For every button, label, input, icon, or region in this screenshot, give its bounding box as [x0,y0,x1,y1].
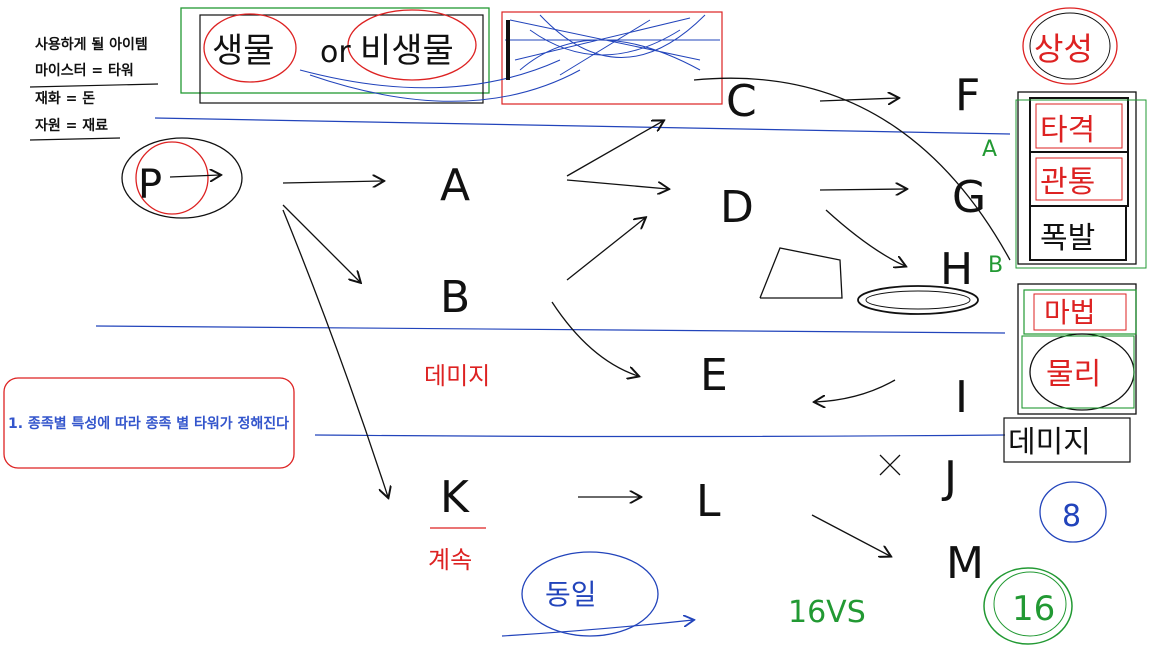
hatched-oval [857,285,979,315]
magic-label: 마법 [1044,296,1096,329]
top-box-frame [180,7,490,94]
physical-label: 물리 [1046,357,1101,392]
hatched-oval-inner [865,290,971,310]
damage-box [1003,417,1131,463]
sixteen-circle-inner [993,571,1067,637]
continuous-label: 계속 [428,546,472,574]
rule-note: 1. 종족별 특성에 따라 종족 별 타워가 정해진다 [8,416,290,432]
side-mark-a: A [982,137,997,162]
slash-label: 타격 [1040,113,1095,148]
attack-type-frame [1017,283,1137,415]
node-j: J [941,452,957,503]
node-b: B [440,272,470,323]
start-inner-circle [135,141,209,215]
node-start: P [138,162,162,208]
node-e: E [700,350,728,401]
magic-box-inner [1033,293,1127,331]
node-l: L [696,476,721,527]
vs-label: 16VS [788,595,866,630]
physical-box [1021,335,1135,409]
same-circle [521,551,659,637]
nonliving-circle [347,9,477,81]
pierce-label: 관통 [1040,165,1095,200]
guide-line [501,620,693,637]
side-mark-b: B [988,253,1003,278]
guide-line [154,117,1011,135]
node-k: K [440,472,470,523]
start-arrow [169,175,220,177]
guide-line [314,434,1006,438]
note-underline [29,83,159,88]
damage-type-frame [1017,91,1137,265]
node-a: A [440,160,470,211]
living-circle [203,13,297,83]
top-box-inner [199,14,484,104]
node-d: D [720,182,754,233]
node-f: F [955,70,980,121]
note-box [3,377,295,469]
affinity-circle [1022,7,1118,85]
or-label: or [320,35,351,70]
affinity-label: 상성 [1034,30,1093,68]
scribble-mark [299,14,720,102]
eight-circle [1039,481,1107,543]
explode-label: 폭발 [1040,221,1095,256]
damage-box-label: 데미지 [1008,425,1091,460]
scribble-box [501,11,723,105]
node-g: G [952,172,986,223]
eight-label: 8 [1062,499,1081,534]
start-outer-circle [121,137,243,219]
flow-arrows [282,77,1011,556]
nonliving-label: 비생물 [360,31,454,71]
note-underline [29,137,121,141]
note-currency-money: 재화 = 돈 [35,91,96,107]
note-items-used: 사용하게 될 아이템 [35,37,148,53]
node-c: C [726,76,757,127]
node-h: H [940,244,973,295]
damage-label: 데미지 [424,362,490,390]
living-label: 생물 [212,31,275,71]
note-meister-tower: 마이스터 = 타워 [35,63,134,79]
node-i: I [955,372,968,423]
note-resource-material: 자원 = 재료 [35,118,108,134]
guide-line [95,325,1006,334]
same-label: 동일 [545,578,597,611]
sixteen-circle [983,567,1073,645]
node-m: M [946,538,984,589]
affinity-circle-inner [1029,12,1111,80]
slash-box-inner [1035,103,1123,149]
pierce-box-inner [1035,157,1123,201]
explode-box [1029,205,1127,261]
damage-type-frame-green [1015,99,1147,269]
sixteen-label: 16 [1012,589,1055,629]
